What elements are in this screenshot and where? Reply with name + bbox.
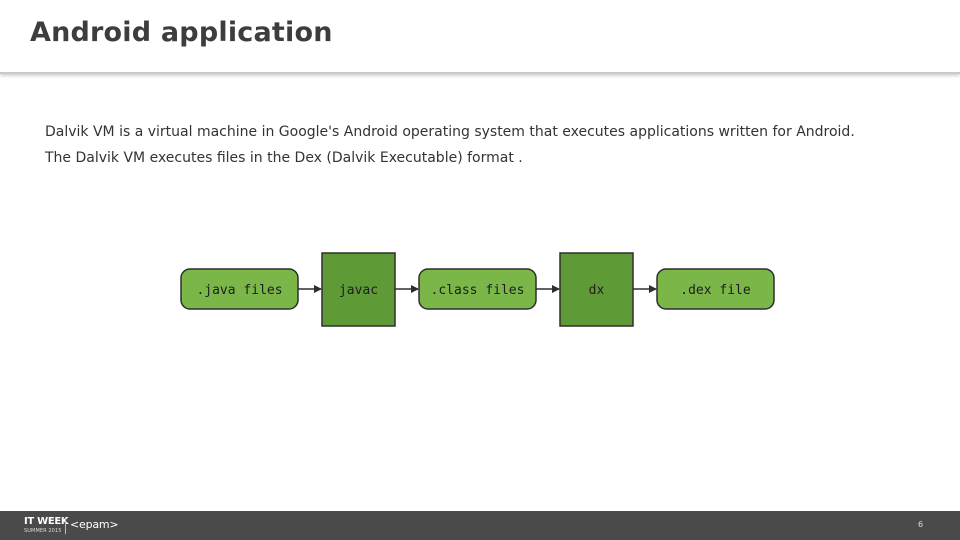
node-javac: javac <box>321 252 396 327</box>
node-class-files-label: .class files <box>431 283 525 298</box>
node-dex-file-label: .dex file <box>680 283 751 298</box>
slide-title: Android application <box>30 17 333 48</box>
title-bar: Android application <box>0 0 960 74</box>
node-java-files-label: .java files <box>196 283 282 298</box>
node-dx-label: dx <box>589 283 605 298</box>
node-java-files: .java files <box>180 268 299 310</box>
body-text: Dalvik VM is a virtual machine in Google… <box>45 119 905 171</box>
paragraph-1: Dalvik VM is a virtual machine in Google… <box>45 124 855 140</box>
epam-logo: <epam> <box>70 518 119 531</box>
page-number: 6 <box>918 520 924 529</box>
paragraph-2: The Dalvik VM executes files in the Dex … <box>45 150 523 166</box>
footer-bar: IT WEEK SUMMER 2015 <epam> 6 <box>0 511 960 540</box>
season-label: SUMMER 2015 <box>24 528 62 534</box>
node-dx: dx <box>559 252 634 327</box>
node-class-files: .class files <box>418 268 537 310</box>
it-week-logo: IT WEEK <box>24 516 69 527</box>
node-dex-file: .dex file <box>656 268 775 310</box>
node-javac-label: javac <box>339 283 378 298</box>
logo-divider <box>65 517 66 534</box>
